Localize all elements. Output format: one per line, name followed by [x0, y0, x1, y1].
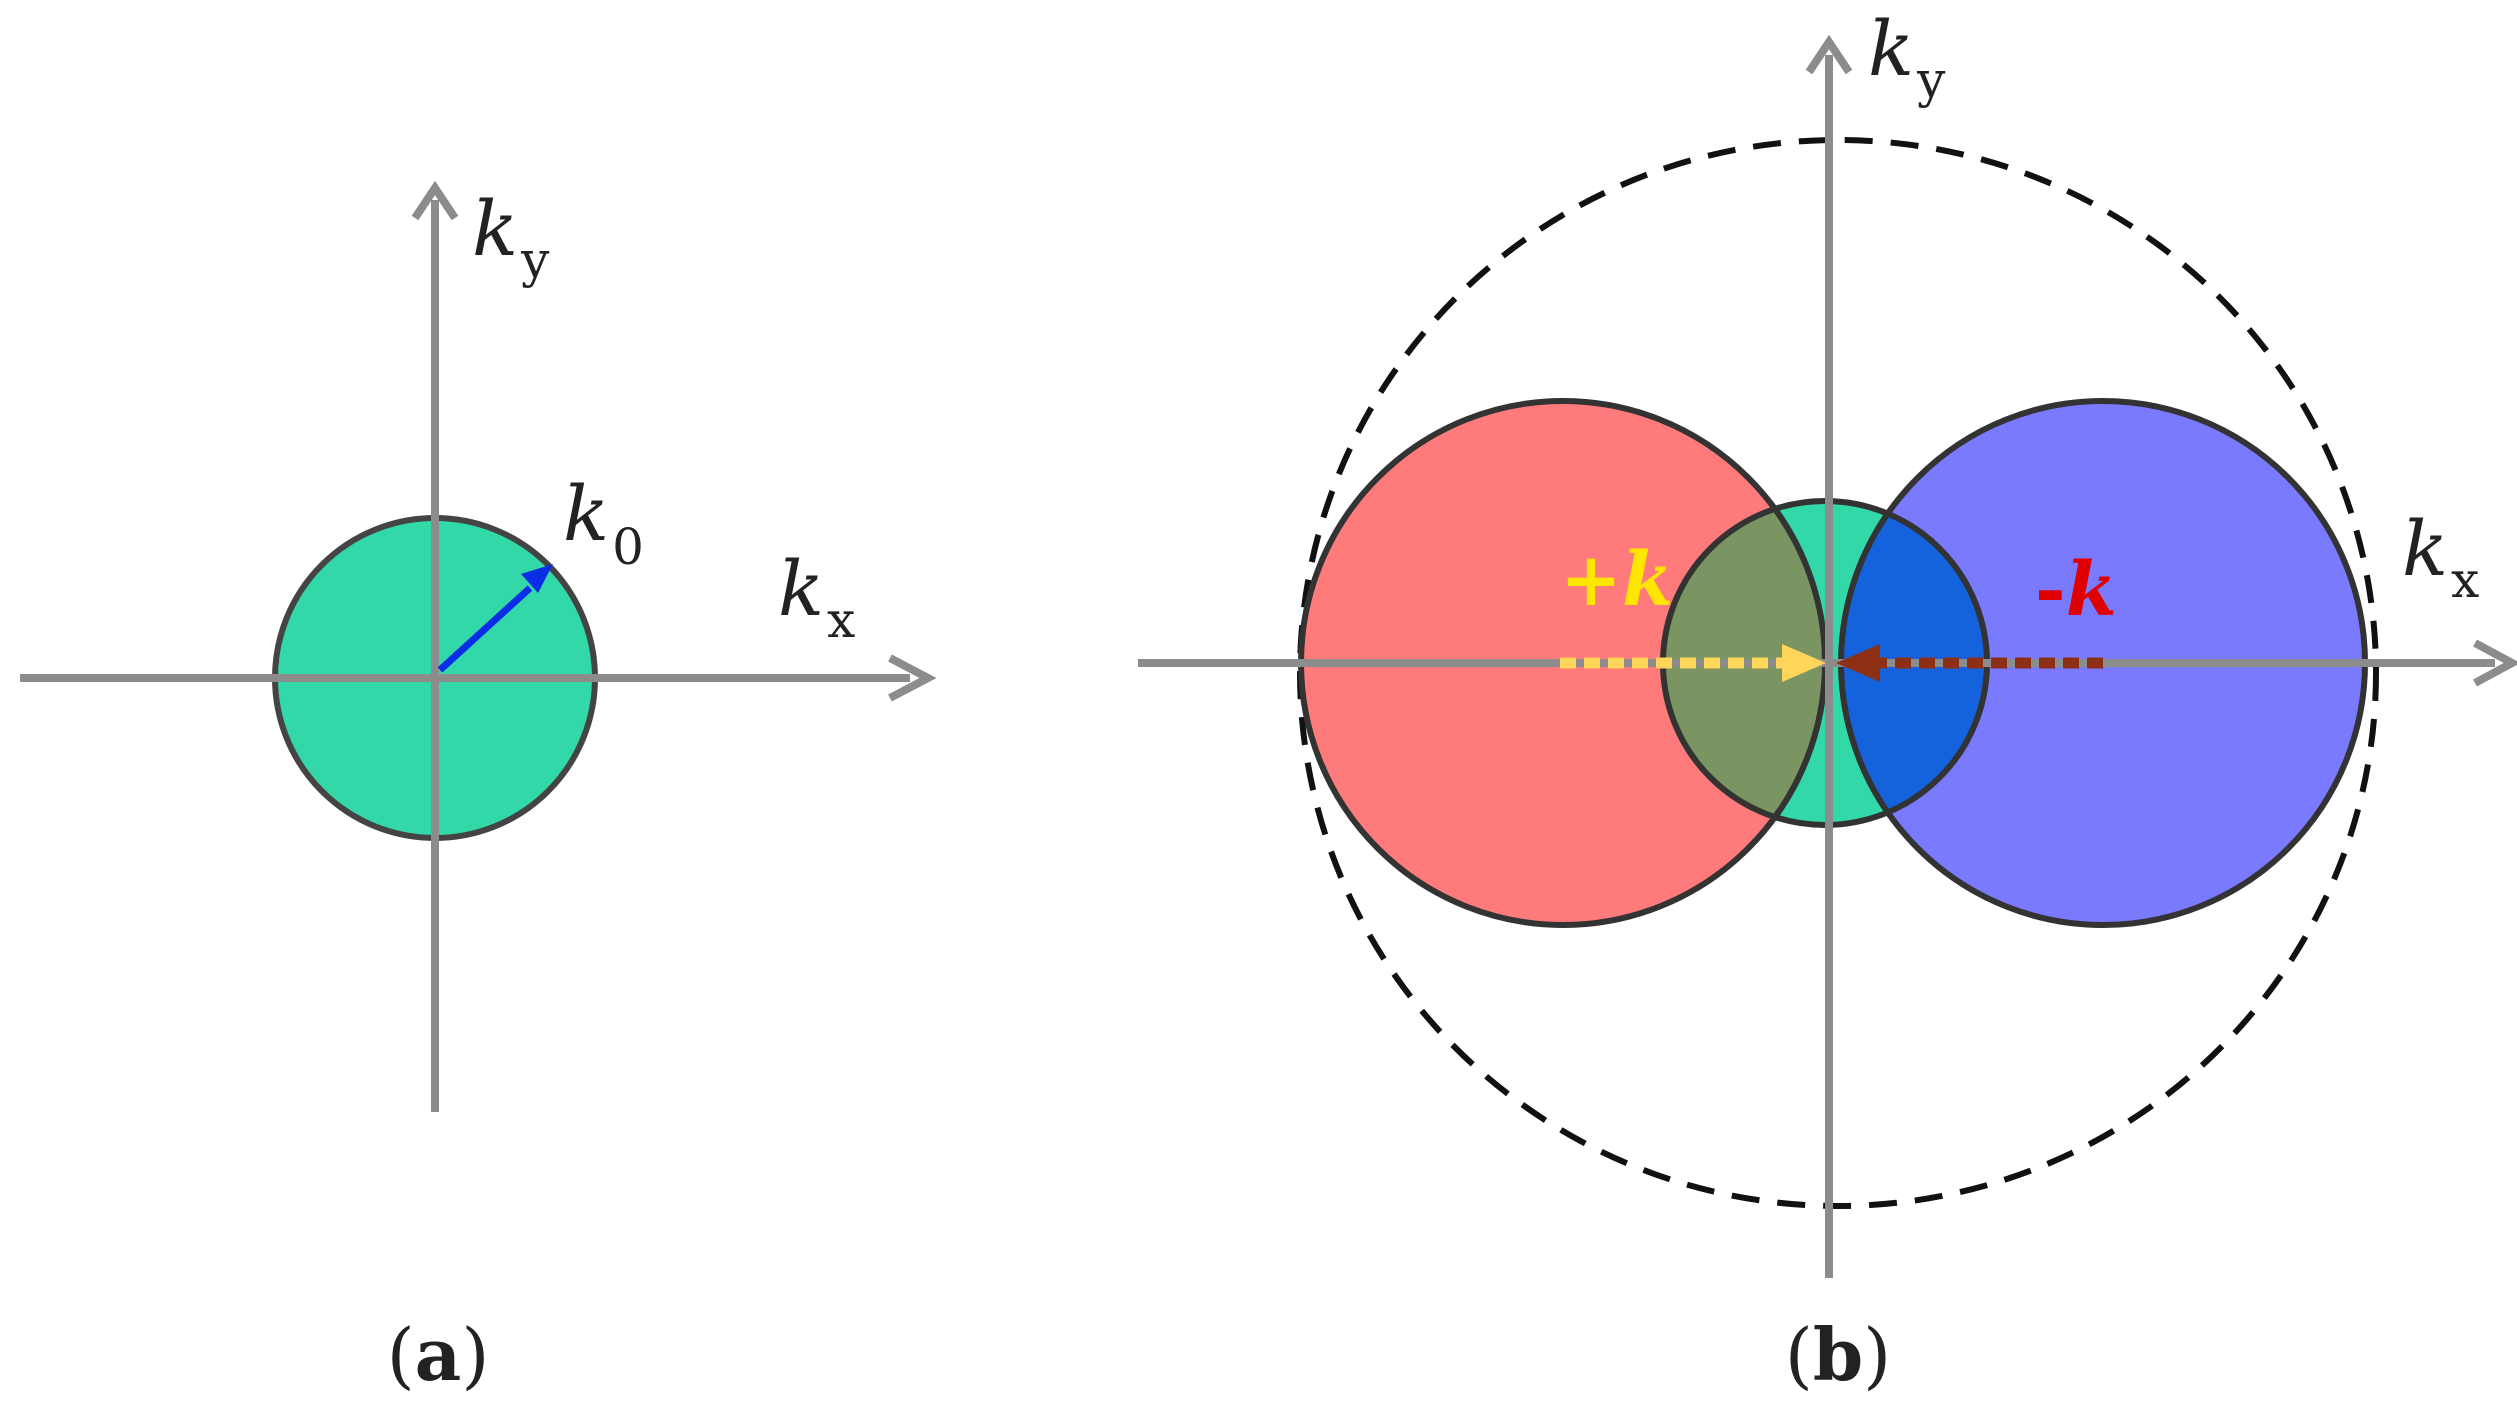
ky-arrowhead-a — [411, 180, 459, 221]
kx-arrowhead-a — [888, 654, 937, 702]
panel-a: ky kx k0 (a) — [20, 180, 937, 1397]
radius-vector — [437, 585, 533, 673]
panel-a-label: (a) — [387, 1312, 490, 1397]
plus-k-arrowhead — [1782, 644, 1826, 682]
minus-k-label: -k — [2035, 547, 2117, 633]
radius-arrowhead — [521, 564, 553, 593]
ky-label-a: ky — [472, 184, 550, 289]
plus-k-label: +k — [1560, 537, 1673, 623]
panel-b: ky kx +k -k (b) — [1138, 4, 2517, 1397]
overlap-blue-green — [1841, 501, 1987, 825]
ky-arrowhead-b — [1805, 34, 1853, 75]
kx-label-a: kx — [778, 544, 855, 649]
overlap-red-green — [1663, 501, 1825, 825]
panel-b-label: (b) — [1785, 1312, 1892, 1397]
kx-arrowhead-b — [2473, 639, 2517, 687]
k0-label: k0 — [563, 469, 644, 576]
ky-label-b: ky — [1868, 4, 1946, 109]
minus-k-arrowhead — [1836, 644, 1880, 682]
kx-label-b: kx — [2402, 504, 2479, 609]
